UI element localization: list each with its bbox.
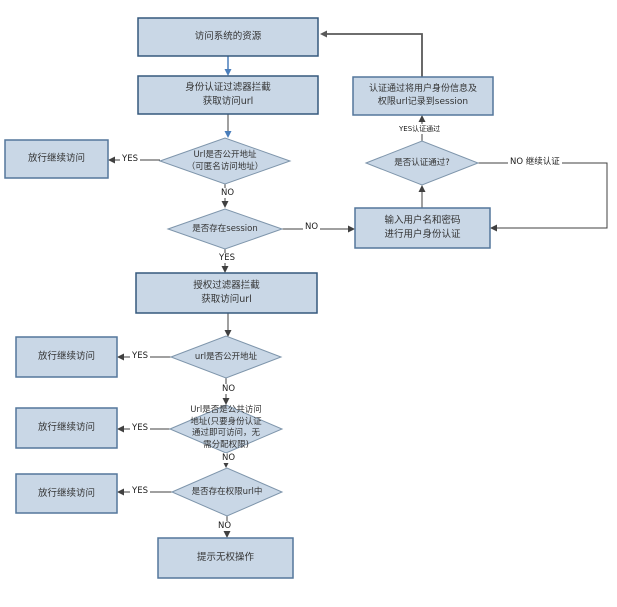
edge-label-no-permurl: NO bbox=[216, 521, 234, 531]
node-no-permission-message bbox=[157, 537, 294, 579]
decision-url-public-2 bbox=[169, 335, 283, 379]
edge-label-yes-urlpublic1: YES bbox=[120, 154, 140, 164]
edge-label-no-publicaccess: NO bbox=[220, 453, 238, 463]
arrowhead-left bbox=[117, 488, 124, 496]
node-pass-continue-3 bbox=[15, 407, 118, 449]
edge-label-no-urlpublic1: NO bbox=[219, 188, 237, 198]
decision-public-access bbox=[168, 404, 284, 454]
node-auth-filter-intercept bbox=[137, 75, 319, 115]
arrowhead-down bbox=[222, 398, 230, 405]
node-record-to-session bbox=[352, 76, 494, 116]
decision-session-exists bbox=[166, 208, 284, 250]
edge-label-no-continue-auth: NO 继续认证 bbox=[508, 157, 562, 167]
arrowhead-left bbox=[117, 353, 124, 361]
connector-record-to-access bbox=[326, 33, 423, 77]
edge-label-no-session: NO bbox=[303, 222, 321, 232]
arrowhead-up bbox=[418, 115, 426, 122]
node-input-credentials bbox=[354, 207, 491, 249]
arrowhead-left bbox=[117, 425, 124, 433]
arrowhead-down bbox=[224, 330, 232, 337]
arrowhead-up bbox=[418, 185, 426, 192]
connector-authpassed-no-login bbox=[478, 162, 608, 229]
arrowhead-down bbox=[221, 266, 229, 273]
decision-auth-passed bbox=[364, 140, 480, 186]
edge-label-yes-urlpublic2: YES bbox=[130, 351, 150, 361]
edge-label-no-urlpublic2: NO bbox=[220, 384, 238, 394]
node-pass-continue-4 bbox=[15, 473, 118, 514]
decision-url-public-1 bbox=[158, 137, 292, 185]
node-access-system-resource bbox=[137, 17, 319, 57]
arrowhead-down bbox=[223, 531, 231, 538]
arrowhead-left bbox=[108, 156, 115, 164]
arrowhead-down-blue bbox=[224, 69, 232, 76]
arrowhead-left-gray bbox=[320, 30, 327, 38]
node-pass-continue-2 bbox=[15, 336, 118, 378]
node-pass-continue-1 bbox=[4, 139, 109, 179]
arrowhead-left bbox=[490, 224, 497, 232]
arrowhead-down bbox=[221, 201, 229, 208]
arrowheads bbox=[108, 30, 497, 538]
edge-label-yes-publicaccess: YES bbox=[130, 423, 150, 433]
edge-label-yes-permurl: YES bbox=[130, 486, 150, 496]
edge-label-yes-session: YES bbox=[217, 253, 237, 263]
node-authz-filter-intercept bbox=[135, 272, 318, 314]
arrowhead-right bbox=[348, 225, 355, 233]
rect-nodes bbox=[4, 17, 494, 579]
arrowhead-down-blue bbox=[224, 131, 232, 138]
decision-in-perm-url bbox=[170, 467, 284, 517]
diamond-nodes bbox=[158, 137, 480, 517]
edge-label-yes-auth-passed: YES认证通过 bbox=[397, 124, 443, 134]
